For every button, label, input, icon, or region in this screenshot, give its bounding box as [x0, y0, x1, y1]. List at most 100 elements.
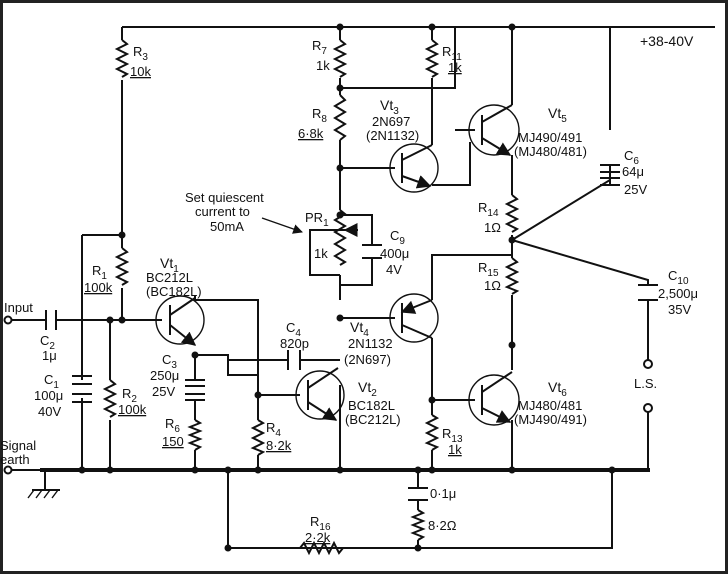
vt1-type-2: (BC182L): [146, 284, 202, 299]
ls-label: L.S.: [634, 376, 657, 391]
r15-name: R15: [478, 260, 499, 279]
capacitor-zobel: [408, 487, 428, 501]
annotation-line1: Set quiescent: [185, 190, 264, 205]
r7-value: 1k: [316, 58, 330, 73]
vt6-type-2: (MJ490/491): [514, 412, 587, 427]
resistor-r15: [504, 257, 520, 295]
r16-value: 2·2k: [305, 530, 331, 545]
capacitors: [45, 164, 658, 501]
vt6-name: Vt6: [548, 379, 567, 399]
c10-value-1: 2,500μ: [658, 286, 698, 301]
c6-value-1: 64μ: [622, 164, 644, 179]
vt4-name: Vt4: [350, 319, 369, 339]
r8-name: R8: [312, 106, 327, 125]
vt2-name: Vt2: [358, 379, 377, 399]
vt2-type-2: (BC212L): [345, 412, 401, 427]
earth-label-line1: Signal: [0, 438, 36, 453]
resistor-r13: [424, 414, 440, 451]
potentiometer-pr1: [333, 209, 347, 266]
pr1-value: 1k: [314, 246, 328, 261]
c3-value-2: 25V: [152, 384, 175, 399]
r3-value: 10k: [130, 64, 151, 79]
c2-name: C2: [40, 333, 55, 352]
c2-value: 1μ: [42, 348, 57, 363]
capacitor-c2: [45, 310, 57, 330]
r11-value: 1k: [448, 60, 462, 75]
capacitor-c3: [185, 379, 205, 401]
c9-value-2: 4V: [386, 262, 402, 277]
terminals: [3, 315, 653, 475]
zobel-res-value: 8·2Ω: [428, 518, 457, 533]
earth-label-line2: earth: [0, 452, 30, 467]
transistor-vt3: [389, 143, 439, 193]
wiring: [12, 26, 715, 549]
r15-value: 1Ω: [484, 278, 501, 293]
r3-name: R3: [133, 44, 148, 63]
vt5-type-2: (MJ480/481): [514, 144, 587, 159]
annotation-line3: 50mA: [210, 219, 244, 234]
junction-dots: [78, 23, 616, 552]
resistor-r4: [250, 419, 266, 456]
supply-label: +38-40V: [640, 33, 694, 49]
vt4-type-1: 2N1132: [348, 336, 393, 351]
r13-name: R13: [442, 426, 463, 445]
transistors: [155, 104, 520, 426]
transistor-vt5: [468, 104, 520, 156]
capacitor-c1: [72, 375, 92, 403]
capacitor-c9: [362, 244, 382, 259]
c6-name: C6: [624, 148, 639, 167]
r1-value: 100k: [84, 280, 113, 295]
vt4-type-2: (2N697): [344, 352, 391, 367]
r6-value: 150: [162, 434, 184, 449]
c1-value-2: 40V: [38, 404, 61, 419]
labels: +38-40V Input Signal earth L.S. Set quie…: [0, 33, 698, 545]
resistor-r14: [504, 194, 520, 233]
ls-terminal-minus: [643, 403, 653, 413]
transistor-vt4: [389, 293, 439, 343]
c10-name: C10: [668, 268, 689, 287]
earth-terminal: [3, 465, 13, 475]
resistor-r6: [187, 419, 203, 451]
r14-value: 1Ω: [484, 220, 501, 235]
transistor-vt1: [155, 295, 205, 346]
capacitor-c4: [287, 350, 301, 370]
vt5-name: Vt5: [548, 105, 567, 125]
vt2-type-1: BC182L: [348, 398, 395, 413]
vt3-type-2: (2N1132): [366, 128, 419, 143]
c3-name: C3: [162, 352, 177, 371]
c3-value-1: 250μ: [150, 368, 179, 383]
vt1-type-1: BC212L: [146, 270, 193, 285]
resistor-r11: [424, 39, 440, 78]
ground-icon: [27, 470, 60, 499]
zobel-cap-value: 0·1μ: [430, 486, 456, 501]
r2-name: R2: [122, 386, 137, 405]
c1-name: C1: [44, 372, 59, 391]
c1-value-1: 100μ: [34, 388, 63, 403]
capacitor-c10: [638, 284, 658, 301]
c4-name: C4: [286, 320, 301, 339]
resistor-r3: [114, 39, 130, 78]
r6-name: R6: [165, 416, 180, 435]
r4-name: R4: [266, 420, 281, 439]
annotation-arrow: [261, 217, 303, 234]
resistors: [102, 39, 520, 556]
r1-name: R1: [92, 263, 107, 282]
r7-name: R7: [312, 38, 327, 57]
input-terminal: [3, 315, 13, 325]
vt6-type-1: MJ480/481: [518, 398, 582, 413]
resistor-r16: [299, 540, 345, 556]
r13-value: 1k: [448, 442, 462, 457]
vt3-name: Vt3: [380, 97, 399, 117]
r8-value: 6·8k: [298, 126, 324, 141]
transistor-vt6: [468, 371, 520, 426]
resistor-r7: [332, 39, 348, 78]
c10-value-2: 35V: [668, 302, 691, 317]
r11-name: R11: [442, 44, 462, 63]
c4-value: 820p: [280, 336, 309, 351]
capacitor-c6: [600, 164, 620, 186]
resistor-r2: [102, 379, 118, 418]
vt1-name: Vt1: [160, 255, 179, 275]
c6-value-2: 25V: [624, 182, 647, 197]
c9-value-1: 400μ: [380, 246, 409, 261]
